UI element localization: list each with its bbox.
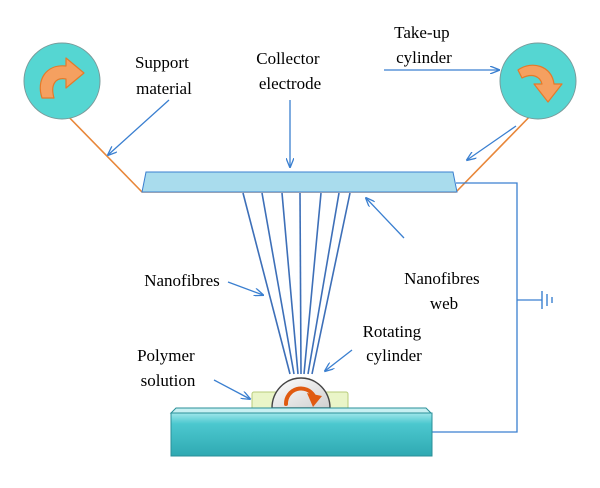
nanofibre-strand xyxy=(261,192,295,375)
nanofibres xyxy=(242,192,351,375)
collector-electrode-plate xyxy=(141,171,458,193)
support-material-arrow xyxy=(108,99,170,155)
support-material-label: Support material xyxy=(135,53,193,98)
nanofibre-strand xyxy=(303,192,322,375)
ground-circuit xyxy=(432,182,542,433)
nanofibre-strand xyxy=(242,192,291,375)
nanofibre-strand xyxy=(311,192,351,375)
nanofibre-strand xyxy=(307,192,340,375)
polymer-solution-label: Polymer solution xyxy=(137,346,199,390)
nanofibre-strand xyxy=(299,192,302,375)
feed-cylinder-left xyxy=(23,42,101,120)
rotating-cylinder-arrow xyxy=(325,349,353,371)
collector-electrode-label: Collector electrode xyxy=(256,49,324,93)
rotating-cylinder xyxy=(271,377,331,409)
curved-arrow-icon xyxy=(39,57,85,99)
nanofibres-web-label: Nanofibres web xyxy=(404,269,484,313)
nanofibres-arrow xyxy=(227,281,263,295)
curved-arrow-icon xyxy=(283,386,322,407)
take-up-cylinder-label: Take-up cylinder xyxy=(394,23,454,67)
ground-symbol-icon xyxy=(541,291,553,309)
take-up-cylinder xyxy=(499,42,577,120)
rotating-cylinder-label: Rotating cylinder xyxy=(363,322,426,365)
support-material-arrow-right xyxy=(467,125,517,160)
base-platform xyxy=(169,407,433,457)
curved-arrow-icon xyxy=(517,64,563,103)
nanofibre-strand xyxy=(281,192,299,375)
polymer-solution-arrow xyxy=(213,379,250,399)
nanofibres-web-arrow xyxy=(366,198,405,239)
leader-arrows xyxy=(108,70,517,399)
nanofibres-label: Nanofibres xyxy=(144,271,220,290)
